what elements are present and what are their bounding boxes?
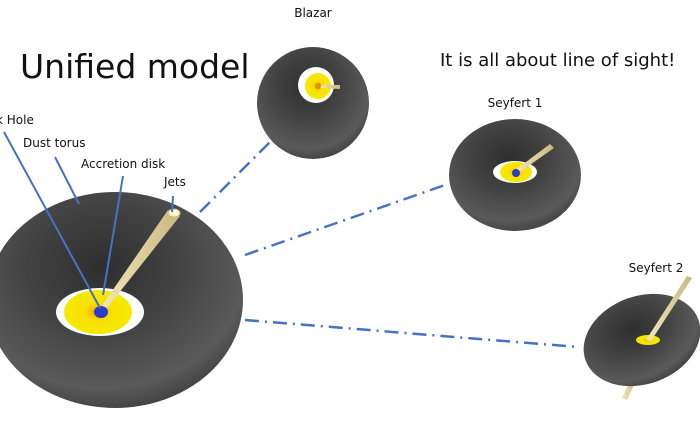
blazar-core (315, 83, 321, 89)
seyfert2-torus (583, 293, 700, 387)
seyfert1-model (449, 119, 581, 231)
jet (99, 210, 180, 313)
line-of-sight-lines (199, 139, 579, 349)
leader-line-accretion-disk (102, 175, 124, 296)
line-of-sight-blazar (199, 139, 273, 213)
blazar-torus (257, 47, 369, 159)
seyfert1-black-hole (512, 169, 520, 177)
line-of-sight-seyfert2 (244, 318, 579, 349)
black-hole (94, 306, 108, 318)
main-agn-model (0, 192, 243, 408)
blazar-jet (318, 85, 340, 89)
label-accretion-disk: Accretion disk (81, 157, 165, 171)
leader-line-jets (171, 195, 174, 213)
leader-lines (3, 131, 174, 309)
label-jets: Jets (163, 175, 186, 189)
title: Unified model (20, 47, 250, 86)
subtitle: It is all about line of sight! (440, 50, 675, 71)
blazar-model (257, 47, 369, 159)
label-dust-torus: Dust torus (23, 136, 85, 150)
seyfert2-jet (646, 276, 692, 341)
leader-line-black-hole (3, 131, 101, 309)
jet-tip (167, 208, 181, 218)
seyfert1-jet (514, 144, 554, 174)
line-of-sight-seyfert1 (244, 183, 446, 257)
seyfert2-model (583, 276, 700, 400)
label-seyfert2: Seyfert 2 (629, 261, 684, 275)
label-blazar: Blazar (294, 6, 332, 20)
label-black-hole: k Hole (0, 113, 34, 127)
label-seyfert1: Seyfert 1 (488, 96, 543, 110)
leader-line-dust-torus (54, 156, 80, 205)
